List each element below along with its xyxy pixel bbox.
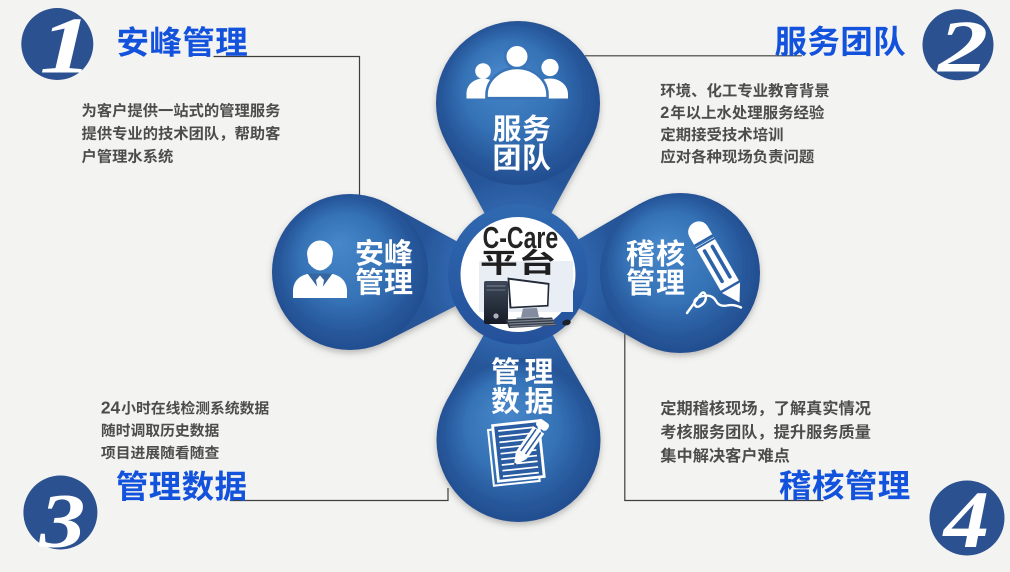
svg-text:24: 24: [101, 397, 121, 417]
svg-text:3: 3: [38, 478, 85, 564]
svg-text:C-Care: C-Care: [483, 220, 559, 255]
svg-text:1: 1: [40, 2, 93, 90]
svg-text:2: 2: [660, 104, 669, 122]
svg-text:2: 2: [937, 7, 988, 89]
svg-text:4: 4: [942, 474, 990, 565]
